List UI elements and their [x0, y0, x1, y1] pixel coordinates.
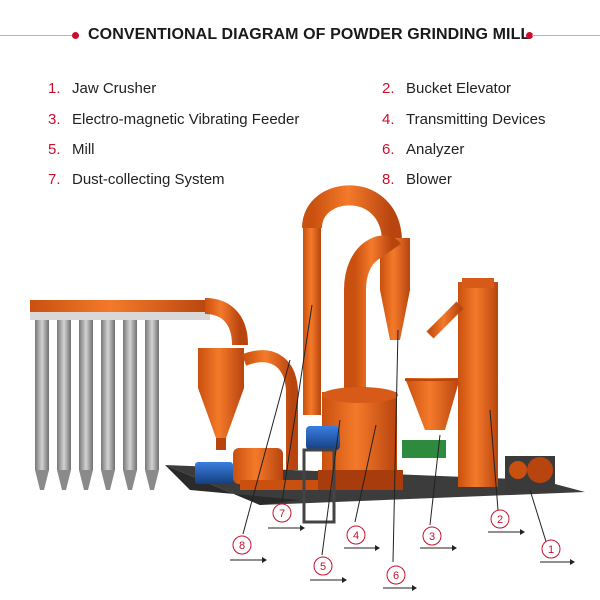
- legend-label: Electro-magnetic Vibrating Feeder: [72, 111, 300, 128]
- callout-label: 4: [353, 530, 359, 542]
- title-rule-left: [0, 35, 72, 36]
- feeder-hopper: [402, 378, 460, 458]
- callout-label: 8: [239, 540, 245, 552]
- callout-label: 1: [548, 544, 554, 556]
- dust-bag: [101, 320, 115, 470]
- legend-item-bucket-elevator: 2. Bucket Elevator: [382, 80, 511, 97]
- title-rule-right: [532, 35, 600, 36]
- dust-manifold-base: [30, 312, 210, 320]
- blower-unit: [195, 448, 320, 490]
- legend-item-jaw-crusher: 1. Jaw Crusher: [48, 80, 156, 97]
- mill-motor: [302, 426, 340, 524]
- title-bullet-right: [526, 32, 533, 39]
- legend-label: Dust-collecting System: [72, 171, 225, 188]
- callout-1: [541, 539, 561, 559]
- legend-number: 8.: [382, 171, 395, 188]
- legend-number: 7.: [48, 171, 61, 188]
- legend-item-transmitting-devices: 4. Transmitting Devices: [382, 111, 545, 128]
- bucket-elevator: [426, 278, 498, 487]
- dust-collecting-system: [30, 298, 248, 490]
- legend-label: Bucket Elevator: [406, 80, 512, 97]
- callout-7: [272, 503, 292, 523]
- legend-number: 4.: [382, 111, 395, 128]
- dust-bag: [35, 320, 49, 470]
- dust-bag: [57, 320, 71, 470]
- legend-item-vibrating-feeder: 3. Electro-magnetic Vibrating Feeder: [48, 111, 299, 128]
- callout-5: [313, 556, 333, 576]
- legend-label: Jaw Crusher: [72, 80, 157, 97]
- blower-housing: [233, 448, 283, 484]
- legend-item-mill: 5. Mill: [48, 141, 95, 158]
- blower-motor: [195, 462, 233, 484]
- floor-shadow: [165, 465, 300, 505]
- legend-label: Transmitting Devices: [406, 111, 546, 128]
- legend-label: Blower: [406, 171, 452, 188]
- page-title: CONVENTIONAL DIAGRAM OF POWDER GRINDING …: [88, 26, 531, 43]
- legend-number: 6.: [382, 141, 395, 158]
- legend-item-blower: 8. Blower: [382, 171, 452, 188]
- dust-bag: [123, 320, 137, 470]
- callouts: 1 2 3 4 5: [230, 304, 575, 591]
- jaw-crusher: [505, 456, 555, 492]
- callout-3: [422, 526, 442, 546]
- main-piping: [302, 185, 410, 415]
- mill-base: [318, 470, 403, 490]
- callout-label: 5: [320, 561, 326, 573]
- legend-item-analyzer: 6. Analyzer: [382, 141, 464, 158]
- legend-number: 1.: [48, 80, 61, 97]
- legend-number: 2.: [382, 80, 395, 97]
- callout-label: 6: [393, 570, 399, 582]
- legend-number: 5.: [48, 141, 61, 158]
- legend-number: 3.: [48, 111, 61, 128]
- title-bullet-left: [72, 32, 79, 39]
- callout-label: 7: [279, 508, 285, 520]
- vibrating-feeder: [402, 440, 446, 458]
- callout-2: [490, 509, 510, 529]
- callout-4: [346, 525, 366, 545]
- small-cyclone: [198, 348, 298, 470]
- dust-bag: [145, 320, 159, 470]
- callout-8: [232, 535, 252, 555]
- callout-label: 2: [497, 514, 503, 526]
- dust-bag: [79, 320, 93, 470]
- dust-manifold: [30, 300, 210, 312]
- dust-bag-filters: [35, 320, 159, 490]
- title-row: CONVENTIONAL DIAGRAM OF POWDER GRINDING …: [0, 22, 600, 50]
- callout-6: [386, 565, 406, 585]
- legend-label: Mill: [72, 141, 95, 158]
- legend-label: Analyzer: [406, 141, 465, 158]
- legend-item-dust-collecting-system: 7. Dust-collecting System: [48, 171, 225, 188]
- dust-duct: [204, 298, 248, 346]
- callout-label: 3: [429, 531, 435, 543]
